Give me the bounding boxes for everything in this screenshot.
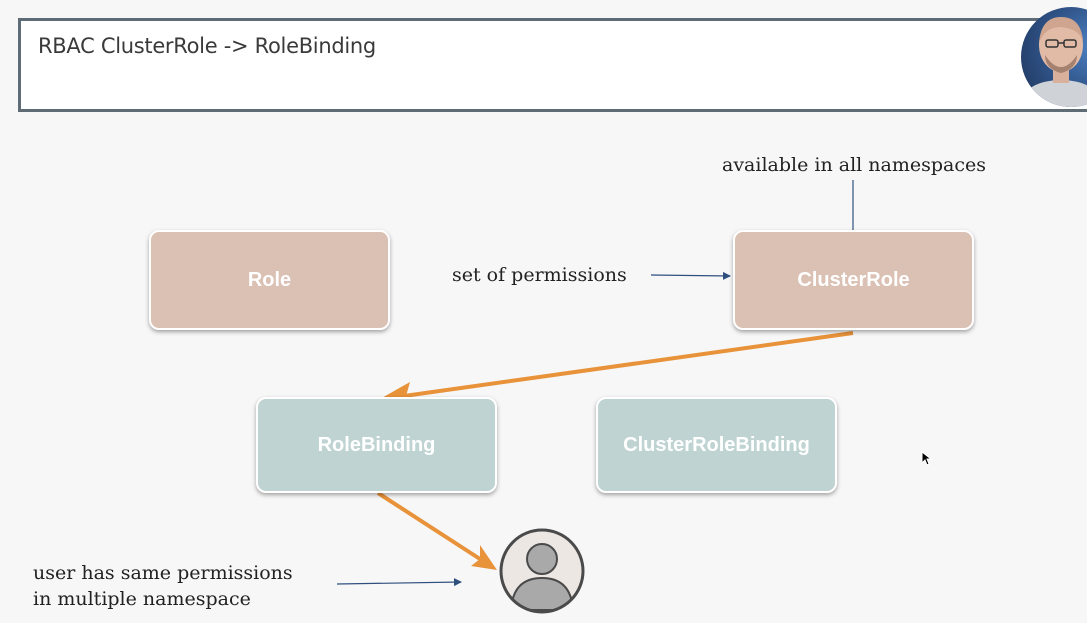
title-bar bbox=[18, 18, 1087, 112]
permissions-annotation: set of permissions bbox=[452, 264, 627, 286]
user-annotation-line2: in multiple namespace bbox=[33, 588, 251, 610]
user-annotation-line1: user has same permissions bbox=[33, 562, 293, 584]
rolebinding-label: RoleBinding bbox=[317, 433, 436, 456]
role-node: Role bbox=[149, 230, 390, 330]
permissions-arrow bbox=[650, 271, 731, 280]
rolebinding-node: RoleBinding bbox=[256, 397, 497, 493]
user-avatar-icon bbox=[499, 528, 585, 614]
user-note-arrow bbox=[336, 578, 462, 587]
slide-title: RBAC ClusterRole -> RoleBinding bbox=[38, 34, 376, 58]
role-label: Role bbox=[247, 268, 292, 291]
clusterrolebinding-label: ClusterRoleBinding bbox=[623, 433, 810, 456]
rolebinding-to-user-arrow bbox=[376, 491, 497, 570]
clusterrole-label: ClusterRole bbox=[797, 268, 910, 291]
clusterrole-node: ClusterRole bbox=[733, 230, 974, 330]
clusterrolebinding-node: ClusterRoleBinding bbox=[596, 397, 837, 493]
available-annotation: available in all namespaces bbox=[722, 154, 986, 176]
mouse-cursor-icon bbox=[921, 451, 933, 466]
